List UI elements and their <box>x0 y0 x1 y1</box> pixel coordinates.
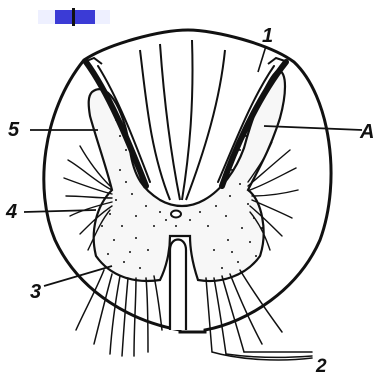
label-5-text: 5 <box>8 119 20 141</box>
label-3-text: 3 <box>30 281 41 303</box>
header-bar <box>38 8 110 26</box>
label-2-text: 2 <box>315 356 327 377</box>
anterior-fissure <box>170 240 186 331</box>
label-4-text: 4 <box>5 201 17 223</box>
label-1-text: 1 <box>262 25 273 47</box>
central-canal <box>171 211 181 218</box>
label-a-text: A <box>359 121 374 143</box>
label-2: 2 <box>315 356 327 377</box>
cord-outline <box>44 30 331 332</box>
